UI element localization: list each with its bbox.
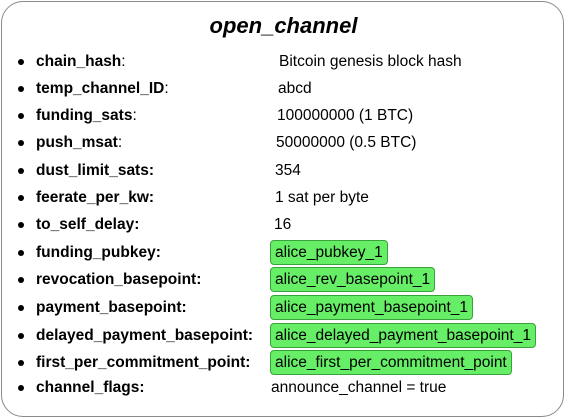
field-key: dust_limit_sats:: [36, 159, 154, 183]
field-feerate-per-kw: feerate_per_kw: 1 sat per byte: [0, 186, 567, 210]
field-key: delayed_payment_basepoint:: [36, 324, 253, 348]
field-value: abcd: [278, 80, 312, 97]
field-key-text: push_msat: [36, 134, 118, 151]
bullet-dot: [18, 195, 24, 201]
field-key: to_self_delay:: [36, 213, 139, 237]
bullet-dot: [18, 277, 24, 283]
field-funding-sats: funding_sats: 100000000 (1 BTC): [0, 104, 567, 128]
field-funding-pubkey: funding_pubkey: alice_pubkey_1: [0, 240, 567, 265]
field-key: funding_sats:: [36, 104, 137, 128]
field-key-text: chain_hash: [36, 53, 122, 70]
field-key-text: channel_flags:: [36, 379, 145, 396]
field-key-text: payment_basepoint:: [36, 299, 187, 316]
field-temp-channel-id: temp_channel_ID: abcd: [0, 77, 567, 101]
field-value-highlighted: alice_payment_basepoint_1: [270, 295, 474, 320]
message-title: open_channel: [209, 13, 358, 38]
field-value: 1 sat per byte: [275, 189, 369, 206]
field-key-colon: :: [132, 107, 137, 124]
bullet-dot: [18, 59, 24, 65]
field-delayed-payment-basepoint: delayed_payment_basepoint: alice_delayed…: [0, 323, 567, 348]
bullet-dot: [18, 86, 24, 92]
field-key: push_msat:: [36, 131, 122, 155]
field-key-text: revocation_basepoint:: [36, 271, 202, 288]
field-key-text: funding_sats: [36, 107, 133, 124]
field-chain-hash: chain_hash: Bitcoin genesis block hash: [0, 50, 567, 74]
field-key-colon: :: [164, 80, 169, 97]
field-value: Bitcoin genesis block hash: [279, 53, 462, 70]
bullet-dot: [18, 113, 24, 119]
field-key-text: feerate_per_kw:: [36, 189, 155, 206]
field-value: 16: [274, 216, 292, 233]
field-key-colon: :: [121, 53, 126, 70]
field-value-highlighted: alice_delayed_payment_basepoint_1: [270, 323, 536, 348]
bullet-dot: [18, 305, 24, 311]
field-value: 100000000 (1 BTC): [277, 107, 414, 124]
field-key: temp_channel_ID:: [36, 77, 169, 101]
field-key: chain_hash:: [36, 50, 126, 74]
field-key-text: to_self_delay:: [36, 216, 140, 233]
field-value: announce_channel = true: [271, 379, 447, 396]
bullet-dot: [18, 168, 24, 174]
field-key: revocation_basepoint:: [36, 268, 201, 292]
field-push-msat: push_msat: 50000000 (0.5 BTC): [0, 131, 567, 155]
field-key: channel_flags:: [36, 376, 145, 400]
field-value: 50000000 (0.5 BTC): [276, 134, 417, 151]
field-value-highlighted: alice_pubkey_1: [270, 240, 388, 265]
field-key-text: temp_channel_ID: [36, 80, 165, 97]
field-revocation-basepoint: revocation_basepoint: alice_rev_basepoin…: [0, 267, 567, 292]
bullet-dot: [18, 360, 24, 366]
bullet-dot: [18, 385, 24, 391]
field-key-text: delayed_payment_basepoint:: [36, 327, 254, 344]
field-channel-flags: channel_flags: announce_channel = true: [0, 376, 567, 400]
field-key-colon: :: [117, 134, 123, 151]
field-key-text: dust_limit_sats:: [36, 162, 155, 179]
field-key-text: funding_pubkey:: [36, 244, 161, 261]
field-to-self-delay: to_self_delay: 16: [0, 213, 567, 237]
field-key: feerate_per_kw:: [36, 186, 154, 210]
field-value-highlighted: alice_first_per_commitment_point: [270, 350, 512, 375]
field-key: payment_basepoint:: [36, 296, 187, 320]
bullet-dot: [18, 250, 24, 256]
field-value: 354: [275, 162, 301, 179]
bullet-dot: [18, 333, 24, 339]
field-payment-basepoint: payment_basepoint: alice_payment_basepoi…: [0, 295, 567, 320]
field-key: first_per_commitment_point:: [36, 351, 250, 375]
field-dust-limit-sats: dust_limit_sats: 354: [0, 159, 567, 183]
field-key: funding_pubkey:: [36, 241, 161, 265]
field-first-per-commitment-point: first_per_commitment_point: alice_first_…: [0, 350, 567, 375]
field-value-highlighted: alice_rev_basepoint_1: [270, 267, 436, 292]
field-key-text: first_per_commitment_point:: [36, 354, 251, 371]
bullet-dot: [18, 222, 24, 228]
bullet-dot: [18, 140, 24, 146]
